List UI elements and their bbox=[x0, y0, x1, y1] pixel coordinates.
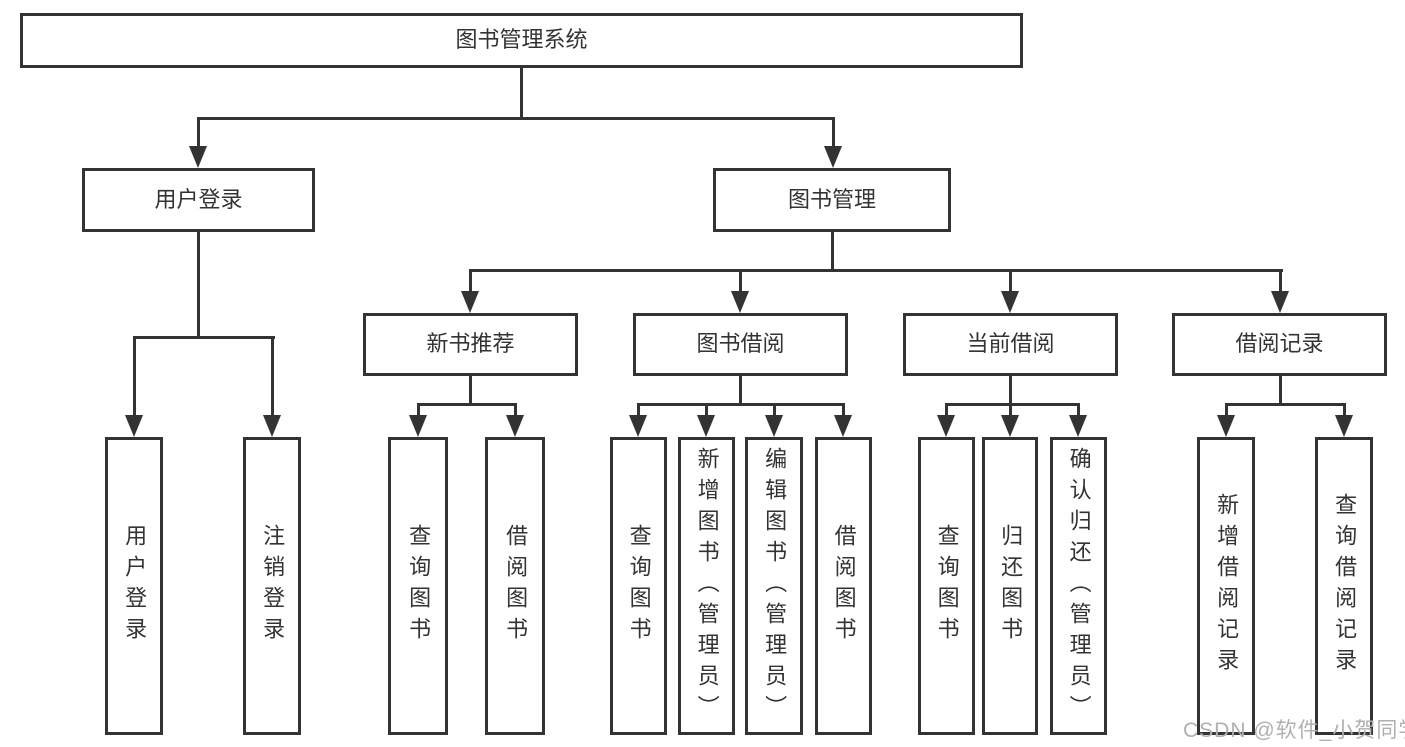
connector-groupB-stub bbox=[739, 376, 742, 405]
node-current-borrowing: 当前借阅 bbox=[903, 313, 1118, 376]
connector-groupC-hline bbox=[945, 403, 1080, 406]
arrowhead-down-icon bbox=[125, 415, 143, 437]
arrowhead-down-icon bbox=[824, 146, 842, 168]
arrowhead-down-icon bbox=[1001, 291, 1019, 313]
arrowhead-down-icon bbox=[409, 415, 427, 437]
connector-groupD-hline bbox=[1225, 403, 1346, 406]
arrowhead-down-icon bbox=[697, 415, 715, 437]
leaf-borrow-books-borrowing: 借阅图书 bbox=[815, 437, 872, 735]
leaf-confirm-return-admin: 确认归还（管理员） bbox=[1050, 437, 1107, 735]
node-root: 图书管理系统 bbox=[20, 13, 1023, 68]
arrowhead-down-icon bbox=[506, 415, 524, 437]
leaf-query-books-recommend: 查询图书 bbox=[388, 437, 448, 735]
connector-stem bbox=[1279, 272, 1282, 291]
node-new-book-recommend: 新书推荐 bbox=[363, 313, 578, 376]
leaf-logout: 注销登录 bbox=[243, 437, 301, 735]
arrowhead-down-icon bbox=[937, 415, 955, 437]
connector-userlogin-stub bbox=[197, 232, 200, 338]
arrowhead-down-icon bbox=[1271, 291, 1289, 313]
leaf-edit-books-admin: 编辑图书（管理员） bbox=[745, 437, 803, 735]
leaf-user-login: 用户登录 bbox=[105, 437, 163, 735]
connector-stem bbox=[514, 406, 517, 415]
connector-stem bbox=[773, 406, 776, 415]
arrowhead-down-icon bbox=[1335, 415, 1353, 437]
csdn-watermark: CSDN @软件_小贺同学 bbox=[1183, 719, 1405, 742]
arrowhead-down-icon bbox=[189, 146, 207, 168]
connector-stem bbox=[1343, 406, 1346, 415]
connector-root-stub bbox=[520, 68, 523, 119]
connector-stem bbox=[1225, 406, 1228, 415]
connector-stem bbox=[271, 339, 274, 415]
connector-stem bbox=[832, 120, 835, 146]
connector-stem bbox=[1009, 406, 1012, 415]
arrowhead-down-icon bbox=[1217, 415, 1235, 437]
arrowhead-down-icon bbox=[629, 415, 647, 437]
node-borrowing-records: 借阅记录 bbox=[1172, 313, 1387, 376]
node-book-borrowing: 图书借阅 bbox=[633, 313, 848, 376]
arrowhead-down-icon bbox=[461, 291, 479, 313]
arrowhead-down-icon bbox=[1069, 415, 1087, 437]
connector-userlogin-hline bbox=[133, 336, 275, 339]
connector-stem bbox=[1077, 406, 1080, 415]
arrowhead-down-icon bbox=[765, 415, 783, 437]
leaf-borrow-books-recommend: 借阅图书 bbox=[485, 437, 545, 735]
connector-stem bbox=[417, 406, 420, 415]
leaf-add-books-admin: 新增图书（管理员） bbox=[678, 437, 735, 735]
leaf-query-borrow-record: 查询借阅记录 bbox=[1315, 437, 1373, 735]
connector-bookmgmt-stub bbox=[831, 232, 834, 271]
node-user-login: 用户登录 bbox=[82, 168, 315, 232]
connector-bookmgmt-hline bbox=[469, 269, 1283, 272]
connector-groupB-hline bbox=[637, 403, 845, 406]
connector-stem bbox=[133, 339, 136, 415]
leaf-add-borrow-record: 新增借阅记录 bbox=[1197, 437, 1255, 735]
arrowhead-down-icon bbox=[1001, 415, 1019, 437]
leaf-return-books: 归还图书 bbox=[982, 437, 1038, 735]
connector-groupD-stub bbox=[1279, 376, 1282, 405]
node-book-management: 图书管理 bbox=[713, 168, 951, 232]
arrowhead-down-icon bbox=[263, 415, 281, 437]
arrowhead-down-icon bbox=[834, 415, 852, 437]
connector-stem bbox=[842, 406, 845, 415]
leaf-query-books-borrowing: 查询图书 bbox=[610, 437, 667, 735]
connector-stem bbox=[705, 406, 708, 415]
connector-stem bbox=[739, 272, 742, 291]
connector-groupA-hline bbox=[417, 403, 517, 406]
connector-groupC-stub bbox=[1009, 376, 1012, 405]
connector-groupA-stub bbox=[469, 376, 472, 405]
connector-stem bbox=[1009, 272, 1012, 291]
connector-stem bbox=[197, 120, 200, 146]
connector-root-hline bbox=[197, 117, 835, 120]
arrowhead-down-icon bbox=[731, 291, 749, 313]
leaf-query-books-current: 查询图书 bbox=[918, 437, 975, 735]
connector-stem bbox=[469, 272, 472, 291]
connector-stem bbox=[945, 406, 948, 415]
connector-stem bbox=[637, 406, 640, 415]
